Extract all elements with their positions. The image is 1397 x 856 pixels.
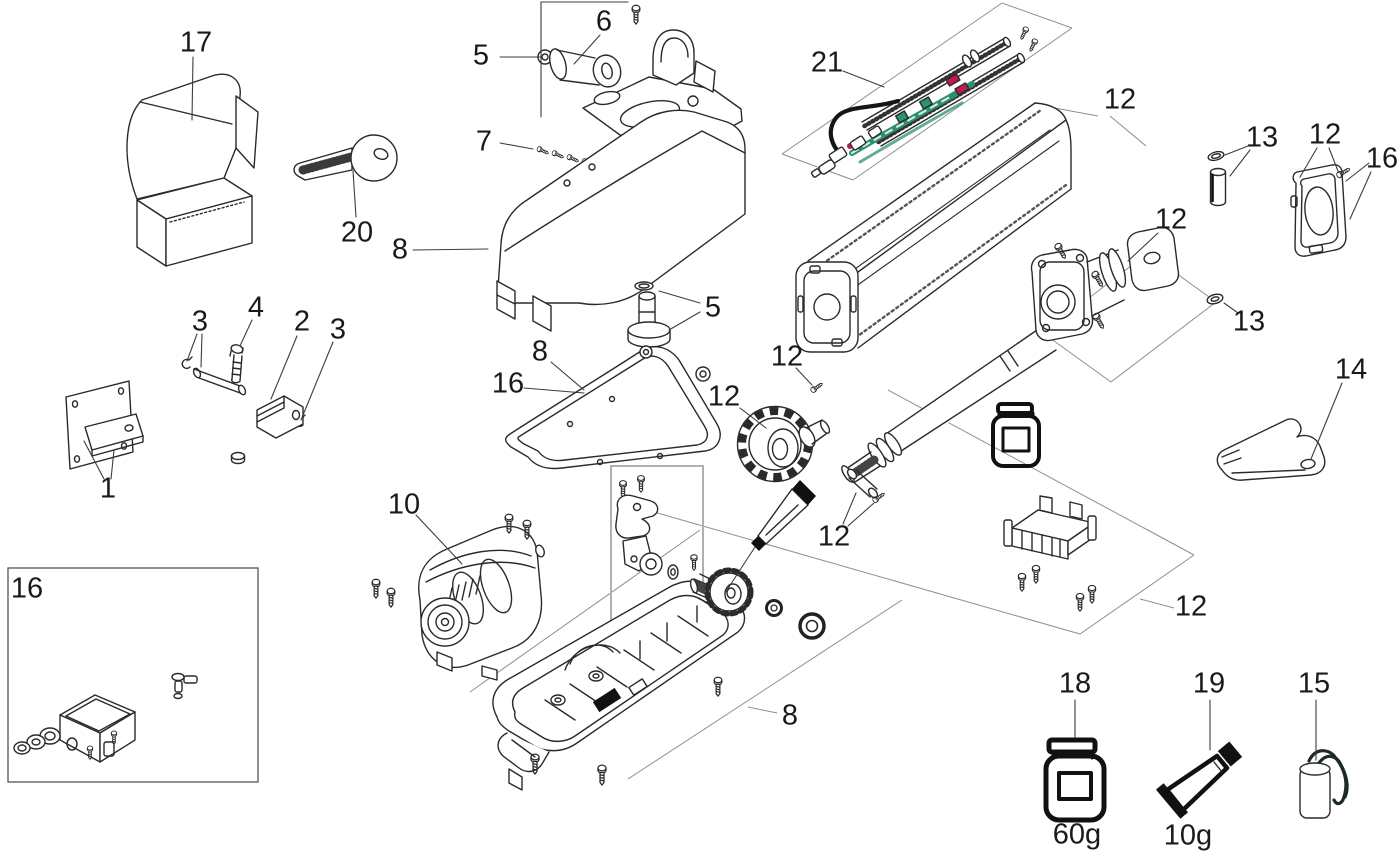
part-label-lock-cylinder-6: 6	[595, 5, 613, 38]
part-label-carriage-12: 12	[1174, 590, 1208, 623]
carriage-12	[1003, 495, 1097, 612]
part-label-capacitor-15: 15	[1297, 667, 1331, 700]
gasket-8-16	[504, 345, 721, 470]
part-label-circlip-3-right: 3	[329, 313, 347, 346]
part-label-grease-tube-19: 19	[1192, 667, 1226, 700]
part-label-harness-21: 21	[810, 46, 844, 79]
part-label-end-cap-12: 12	[1308, 118, 1342, 151]
small-screw-12	[809, 380, 825, 394]
part-label-gasket-16: 16	[491, 367, 525, 400]
part-label-oring-13-right: 13	[1232, 305, 1266, 338]
grease-tube-19	[1155, 741, 1243, 819]
part-label-lock-assembly-5: 5	[472, 39, 490, 72]
cover-8	[496, 109, 746, 332]
kit-box-16-frame	[7, 567, 259, 783]
part-label-key-20: 20	[340, 216, 374, 249]
key-20	[293, 134, 398, 182]
part-label-small-screw-12: 12	[770, 340, 804, 373]
wall-bracket-1	[65, 380, 144, 470]
part-label-base-8: 8	[781, 699, 799, 732]
bevel-gear-12	[736, 405, 831, 483]
part-label-bracket-14: 14	[1334, 353, 1368, 386]
base-housing-8	[492, 580, 826, 791]
pin-13-top	[1207, 150, 1227, 207]
worm-gear	[689, 567, 754, 617]
bracket-14	[1216, 418, 1326, 481]
extrusion-12	[795, 102, 1072, 353]
part-label-screws-7: 7	[475, 125, 493, 158]
part-label-circlip-3-left: 3	[191, 305, 209, 338]
part-label-clevis-2: 2	[293, 305, 311, 338]
motor-10	[371, 513, 545, 681]
grease-tube-icon	[724, 480, 816, 594]
part-label-bevel-gear-12: 12	[707, 380, 741, 413]
release-lever-parts	[615, 475, 698, 580]
grease-jar-18	[1043, 737, 1107, 823]
part-label-grease-jar-18: 18	[1058, 667, 1092, 700]
part-label-gear-unit-12: 12	[1154, 203, 1188, 236]
grease-jar-icon	[991, 402, 1041, 468]
lead-screw-tube	[841, 327, 1057, 483]
oring-13-right	[1206, 293, 1224, 305]
part-label-cover-8: 8	[391, 233, 409, 266]
part-label-wall-bracket-1: 1	[99, 472, 117, 505]
part-label-weight-10g: 10g	[1163, 819, 1213, 852]
gear-unit-12	[1030, 226, 1180, 342]
part-label-weight-60g: 60g	[1052, 818, 1102, 851]
part-label-gasket-8: 8	[531, 335, 549, 368]
clevis-2	[230, 395, 304, 465]
part-label-release-pin-5: 5	[704, 291, 722, 324]
end-cap-12-16	[1290, 164, 1352, 257]
part-label-end-cap-screws-16: 16	[1365, 142, 1397, 175]
bolt-4	[229, 344, 244, 384]
part-label-carton-17: 17	[179, 26, 213, 59]
part-label-drive-pin-12: 12	[817, 520, 851, 553]
leader-lines	[83, 1, 1372, 761]
junction-box-16	[13, 672, 198, 763]
carton-box-17	[126, 73, 259, 267]
part-label-extrusion-12: 12	[1103, 83, 1137, 116]
part-label-motor-10: 10	[387, 488, 421, 521]
part-label-junction-box-16: 16	[10, 572, 44, 605]
lock-cylinder-6	[537, 48, 622, 88]
capacitor-15	[1299, 749, 1349, 819]
part-label-bolt-4: 4	[247, 291, 265, 324]
drive-pin-12	[846, 468, 887, 504]
harness-21	[810, 25, 1039, 178]
part-label-pin-13-top: 13	[1245, 121, 1279, 154]
